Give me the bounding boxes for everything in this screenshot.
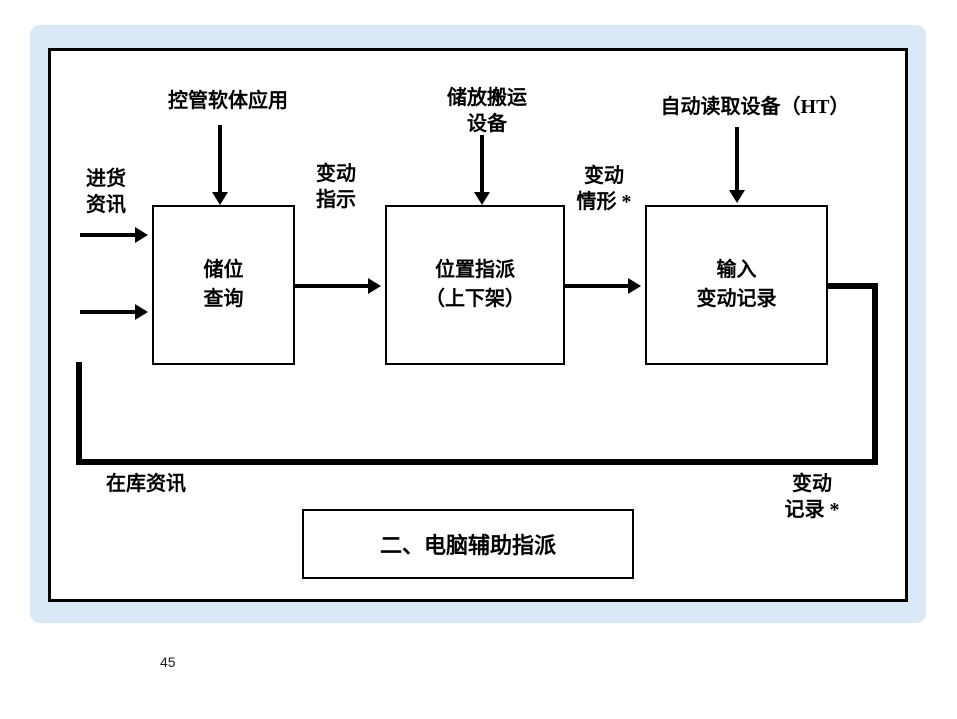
arrowhead-down-icon — [474, 192, 490, 205]
feedback-line-segment-right — [872, 283, 878, 465]
process-box-input-change-record-line1: 输入 — [716, 259, 757, 281]
arrowhead-right-icon — [135, 227, 148, 243]
label-in-stock-info-text: 在库资讯 — [106, 473, 186, 495]
feedback-line-segment-bottom — [76, 459, 878, 465]
caption-box: 二、电脑辅助指派 — [302, 509, 634, 579]
arrowhead-right-icon — [628, 278, 641, 294]
label-incoming-goods-info-line2: 资讯 — [86, 194, 126, 216]
arrowhead-right-icon — [368, 278, 381, 294]
process-box-storage-location-query-line2: 查询 — [203, 288, 244, 310]
process-box-position-assignment-line2: （上下架） — [425, 288, 525, 310]
label-change-status: 变动 情形 * — [554, 163, 654, 215]
arrow-line — [80, 233, 137, 237]
label-control-software-text: 控管软体应用 — [168, 90, 288, 112]
label-change-record-line1: 变动 — [792, 473, 832, 495]
arrow-line — [80, 310, 137, 314]
process-box-position-assignment-line1: 位置指派 — [435, 259, 515, 281]
label-change-status-line2: 情形 * — [576, 191, 632, 213]
label-change-record: 变动 记录 * — [762, 471, 862, 523]
arrow-line — [480, 135, 484, 194]
label-change-status-line1: 变动 — [584, 165, 624, 187]
arrowhead-down-icon — [212, 192, 228, 205]
process-box-storage-location-query: 储位 查询 — [152, 205, 295, 365]
page-number: 45 — [160, 654, 176, 670]
arrow-line — [565, 284, 630, 288]
label-control-software: 控管软体应用 — [128, 88, 328, 114]
label-auto-reading-device-text: 自动读取设备（HT） — [660, 96, 850, 118]
feedback-line-segment-left — [76, 362, 82, 465]
arrowhead-down-icon — [729, 190, 745, 203]
arrow-line — [295, 284, 370, 288]
process-box-input-change-record: 输入 变动记录 — [645, 205, 828, 365]
feedback-line-segment-top — [828, 283, 878, 289]
label-incoming-goods-info-line1: 进货 — [86, 168, 126, 190]
caption-text: 二、电脑辅助指派 — [379, 533, 556, 558]
arrowhead-right-icon — [135, 304, 148, 320]
arrow-line — [735, 127, 739, 192]
label-storage-handling-equipment-line2: 设备 — [467, 113, 507, 135]
label-auto-reading-device: 自动读取设备（HT） — [645, 94, 865, 120]
label-change-instruction: 变动 指示 — [296, 161, 376, 213]
label-change-record-line2: 记录 * — [784, 499, 840, 521]
label-change-instruction-line2: 指示 — [316, 189, 356, 211]
label-in-stock-info: 在库资讯 — [96, 471, 196, 497]
label-change-instruction-line1: 变动 — [316, 163, 356, 185]
label-incoming-goods-info: 进货 资讯 — [66, 166, 146, 218]
process-box-storage-location-query-line1: 储位 — [203, 259, 244, 281]
process-box-position-assignment: 位置指派 （上下架） — [385, 205, 565, 365]
arrow-line — [218, 125, 222, 194]
label-storage-handling-equipment: 储放搬运 设备 — [397, 85, 577, 137]
process-box-input-change-record-line2: 变动记录 — [696, 288, 777, 310]
label-storage-handling-equipment-line1: 储放搬运 — [447, 87, 527, 109]
